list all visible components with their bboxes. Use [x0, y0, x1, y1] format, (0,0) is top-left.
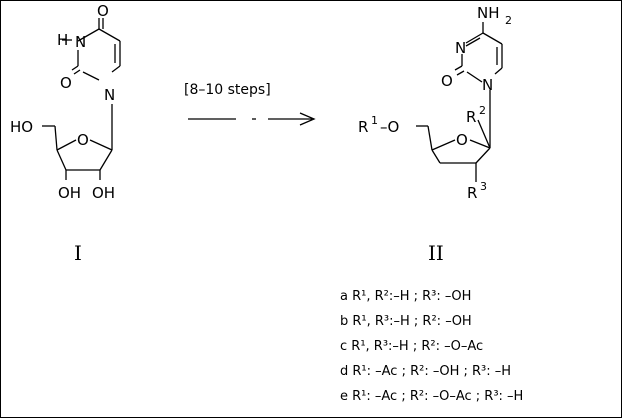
- atom-r1-sup: 1: [371, 114, 378, 127]
- atom-oh2: OH: [92, 184, 115, 202]
- bond: [98, 28, 121, 42]
- legend-item-d: d R¹: –Ac ; R²: –OH ; R³: –H: [340, 364, 512, 379]
- reaction-conditions: [8–10 steps]: [184, 82, 271, 98]
- bond: [482, 32, 503, 45]
- bond: [431, 139, 456, 151]
- bond: [71, 65, 79, 71]
- reaction-arrow: [188, 112, 316, 126]
- atom-n3: N: [75, 33, 86, 51]
- bond: [77, 28, 100, 42]
- atom-o-ring: O: [77, 131, 89, 149]
- bond: [456, 70, 465, 76]
- arrow-head: [299, 112, 316, 126]
- bond: [111, 65, 121, 73]
- atom-ho5: HO: [10, 118, 33, 136]
- bond: [454, 65, 463, 71]
- atom-o4: O: [97, 2, 109, 20]
- atom-n1: N: [104, 86, 115, 104]
- molecule-I: H N O O N HO O OH OH: [10, 2, 121, 202]
- bond: [56, 139, 77, 151]
- bond: [469, 139, 491, 149]
- bond: [56, 149, 67, 171]
- bond: [54, 125, 58, 151]
- bond: [427, 125, 433, 151]
- bond: [89, 139, 113, 151]
- bond: [475, 147, 491, 164]
- bond: [466, 71, 483, 83]
- bond: [494, 67, 503, 75]
- bond: [99, 149, 113, 171]
- molecule-II: NH 2 N O N R 1 –O O R 2 R 3: [358, 4, 512, 202]
- atom-h: H: [57, 31, 68, 49]
- bond: [465, 37, 481, 47]
- atom-o2: O: [60, 74, 72, 92]
- atom-oh3: OH: [58, 184, 81, 202]
- atom-r3-sup: 3: [480, 180, 487, 193]
- legend-item-a: a R¹, R²:–H ; R³: –OH: [340, 289, 472, 304]
- bond: [82, 71, 100, 81]
- bond: [477, 119, 491, 149]
- atom-r2: R: [466, 108, 476, 126]
- atom-r1-link: –O: [380, 118, 399, 136]
- atom-r1: R: [358, 118, 368, 136]
- legend-item-e: e R¹: –Ac ; R²: –O–Ac ; R³: –H: [340, 389, 524, 404]
- legend-item-b: b R¹, R³:–H ; R²: –OH: [340, 314, 472, 329]
- compound-label-II: II: [428, 241, 444, 265]
- atom-n3: N: [455, 39, 466, 57]
- bond: [431, 149, 441, 164]
- atom-n1: N: [482, 76, 493, 94]
- atom-o-ring: O: [456, 131, 468, 149]
- bond: [465, 32, 484, 44]
- atom-nh2: NH: [477, 4, 500, 22]
- compound-label-I: I: [74, 241, 82, 265]
- atom-r2-sup: 2: [479, 104, 486, 117]
- legend-item-c: c R¹, R³:–H ; R²: –O–Ac: [340, 339, 484, 354]
- atom-o2: O: [441, 72, 453, 90]
- atom-r3: R: [467, 184, 477, 202]
- bond: [73, 69, 81, 75]
- atom-nh2-sub: 2: [505, 14, 512, 27]
